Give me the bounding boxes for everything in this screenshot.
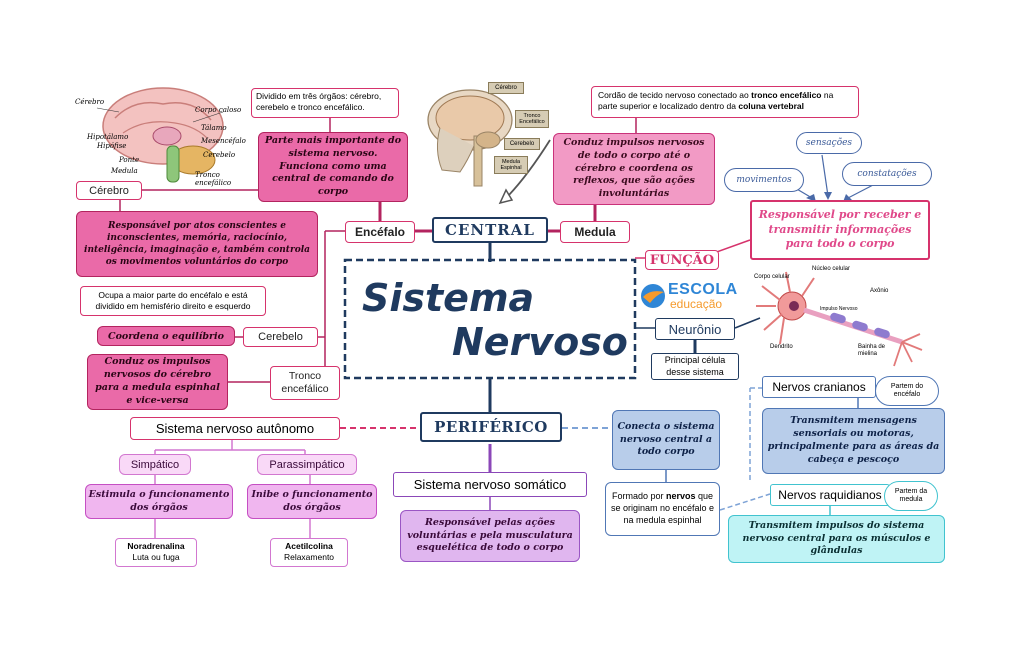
brain-label-mesencefalo: Mesencéfalo bbox=[201, 137, 246, 145]
cerebelo-role-box: Coordena o equilíbrio bbox=[97, 326, 235, 346]
parassimpatico-hormone-box: Acetilcolina Relaxamento bbox=[270, 538, 348, 567]
neuron-label-dendrito: Dendrito bbox=[770, 344, 793, 350]
brain-label-ponte: Ponte bbox=[119, 156, 140, 164]
medula-desc-part-2: na parte superior e localizado dentro da bbox=[598, 90, 834, 112]
brain-label-cerebelo: Cerebelo bbox=[203, 151, 236, 159]
simpatico-effect: Luta ou fuga bbox=[132, 552, 180, 563]
raquidianos-origin: Partem da medula bbox=[884, 481, 938, 511]
escola-educacao-logo: ESCOLA educação bbox=[640, 281, 750, 311]
tronco-role-box: Conduz os impulsos nervosos do cérebro p… bbox=[87, 354, 228, 410]
neuron-icon bbox=[756, 271, 923, 367]
medula-node: Medula bbox=[560, 221, 630, 243]
simpatico-hormone: Noradrenalina bbox=[127, 541, 185, 551]
cerebro-role-text: Responsável por atos conscientes e incon… bbox=[84, 220, 310, 268]
encefalo-desc-box: Dividido em três órgãos: cérebro, cerebe… bbox=[251, 88, 399, 118]
logo-globe-icon bbox=[641, 284, 665, 308]
brain-label-corpo-caloso: Corpo caloso bbox=[195, 106, 242, 114]
main-title: Sistema Nervoso bbox=[352, 276, 628, 372]
funcao-node: FUNÇÃO bbox=[645, 250, 719, 270]
brain-illustration: Cérebro Corpo caloso Tálamo Hipotálamo H… bbox=[75, 78, 255, 188]
medula-desc-bold-2: coluna vertebral bbox=[738, 101, 805, 112]
brain-sagittal-icon bbox=[96, 87, 224, 183]
parassimpatico-role-text: Inibe o funcionamento dos órgãos bbox=[251, 489, 373, 513]
medula-desc-box: Cordão de tecido nervoso conectado ao tr… bbox=[591, 86, 859, 118]
raquidianos-role-text: Transmitem impulsos do sistema nervoso c… bbox=[742, 519, 931, 557]
encefalo-role-text: Parte mais importante do sistema nervoso… bbox=[264, 134, 402, 198]
simpatico-node: Simpático bbox=[119, 454, 191, 475]
periferico-role-text: Conecta o sistema nervoso central a todo… bbox=[617, 420, 715, 458]
encefalo-node: Encéfalo bbox=[345, 221, 415, 243]
somatico-role-text: Responsável pelas ações voluntárias e pe… bbox=[407, 516, 573, 554]
periferico-desc-box: Formado por nervos que se originam no en… bbox=[605, 482, 720, 536]
neuron-label-impulso: Impulso Nervoso bbox=[820, 306, 858, 312]
tronco-node: Tronco encefálico bbox=[270, 366, 340, 400]
title-line-1: Sistema bbox=[362, 276, 535, 320]
encefalo-desc-text: Dividido em três órgãos: cérebro, cerebe… bbox=[256, 91, 382, 113]
somatico-node: Sistema nervoso somático bbox=[393, 472, 587, 497]
parassimpatico-node: Parassimpático bbox=[257, 454, 357, 475]
brain-label-hipofise: Hipófise bbox=[97, 142, 127, 150]
cloud-movimentos: movimentos bbox=[724, 168, 804, 192]
parassimpatico-effect: Relaxamento bbox=[283, 552, 335, 563]
encefalo-role-box: Parte mais importante do sistema nervoso… bbox=[258, 132, 408, 202]
neuron-label-bainha: Bainha de mielina bbox=[858, 344, 886, 358]
periferico-desc-part-1: Formado por bbox=[611, 491, 666, 502]
cranianos-role-box: Transmitem mensagens sensoriais ou motor… bbox=[762, 408, 945, 474]
brain-label-hipotalamo: Hipotálamo bbox=[87, 133, 129, 141]
head-illustration: Cérebro Tronco Encefálico Cerebelo Medul… bbox=[420, 80, 560, 190]
head-label-tronco: Tronco Encefálico bbox=[515, 110, 549, 128]
brain-label-tronco: Tronco encefálico bbox=[195, 171, 232, 187]
neuronio-desc-text: Principal célula desse sistema bbox=[664, 355, 726, 377]
cloud-constatacoes: constatações bbox=[842, 162, 932, 186]
cranianos-role-text: Transmitem mensagens sensoriais ou motor… bbox=[767, 415, 940, 465]
neuron-label-nucleo: Núcleo celular bbox=[812, 266, 851, 272]
cerebelo-node: Cerebelo bbox=[243, 327, 318, 347]
medula-desc-bold-1: tronco encefálico bbox=[751, 90, 822, 100]
simpatico-role-box: Estimula o funcionamento dos órgãos bbox=[85, 484, 233, 519]
cerebelo-role-text: Coordena o equilíbrio bbox=[108, 330, 224, 342]
funcao-role-box: Responsável por receber e transmitir inf… bbox=[750, 200, 930, 260]
logo-escola: ESCOLA bbox=[668, 281, 738, 298]
brain-label-talamo: Tálamo bbox=[201, 124, 227, 132]
cranianos-node: Nervos cranianos bbox=[762, 376, 876, 398]
autonomo-node: Sistema nervoso autônomo bbox=[130, 417, 340, 440]
neuronio-desc-box: Principal célula desse sistema bbox=[651, 353, 739, 380]
title-line-2: Nervoso bbox=[452, 320, 628, 364]
medula-role-text: Conduz impulsos nervosos de todo o corpo… bbox=[563, 136, 705, 200]
somatico-role-box: Responsável pelas ações voluntárias e pe… bbox=[400, 510, 580, 562]
logo-educacao: educação bbox=[670, 297, 723, 311]
neuronio-node: Neurônio bbox=[655, 318, 735, 340]
periferico-desc-part-2: que se originam no encéfalo e na medula … bbox=[610, 491, 715, 525]
periferico-node: PERIFÉRICO bbox=[420, 412, 562, 442]
medula-desc-part-1: Cordão de tecido nervoso conectado ao bbox=[598, 90, 752, 100]
head-label-medula-espinhal: Medula Espinhal bbox=[494, 156, 528, 174]
periferico-desc-bold: nervos bbox=[665, 491, 696, 502]
funcao-role-text: Responsável por receber e transmitir inf… bbox=[758, 207, 922, 251]
brain-label-cerebro: Cérebro bbox=[75, 98, 105, 106]
raquidianos-node: Nervos raquidianos bbox=[770, 484, 890, 506]
raquidianos-role-box: Transmitem impulsos do sistema nervoso c… bbox=[728, 515, 945, 563]
brain-label-medula: Medula bbox=[111, 167, 138, 175]
cerebro-role-box: Responsável por atos conscientes e incon… bbox=[76, 211, 318, 277]
head-label-cerebelo: Cerebelo bbox=[504, 138, 540, 150]
simpatico-role-text: Estimula o funcionamento dos órgãos bbox=[88, 489, 230, 513]
cerebro-desc-box: Ocupa a maior parte do encéfalo e está d… bbox=[80, 286, 266, 316]
neuron-label-corpo: Corpo celular bbox=[754, 274, 790, 280]
skull-brain-icon bbox=[427, 89, 513, 187]
tronco-role-text: Conduz os impulsos nervosos do cérebro p… bbox=[95, 356, 220, 406]
medula-role-box: Conduz impulsos nervosos de todo o corpo… bbox=[553, 133, 715, 205]
parassimpatico-role-box: Inibe o funcionamento dos órgãos bbox=[247, 484, 377, 519]
cerebro-node: Cérebro bbox=[76, 181, 142, 200]
periferico-role-box: Conecta o sistema nervoso central a todo… bbox=[612, 410, 720, 470]
cloud-sensacoes: sensações bbox=[796, 132, 862, 154]
neuron-illustration: Núcleo celular Corpo celular Axônio Impu… bbox=[752, 266, 932, 376]
head-label-cerebro: Cérebro bbox=[488, 82, 524, 94]
neuron-label-axonio: Axônio bbox=[870, 288, 889, 294]
central-node: CENTRAL bbox=[432, 217, 548, 243]
cerebro-desc-text: Ocupa a maior parte do encéfalo e está d… bbox=[95, 289, 251, 311]
cranianos-origin: Partem do encéfalo bbox=[875, 376, 939, 406]
simpatico-hormone-box: Noradrenalina Luta ou fuga bbox=[115, 538, 197, 567]
parassimpatico-hormone: Acetilcolina bbox=[285, 541, 333, 551]
